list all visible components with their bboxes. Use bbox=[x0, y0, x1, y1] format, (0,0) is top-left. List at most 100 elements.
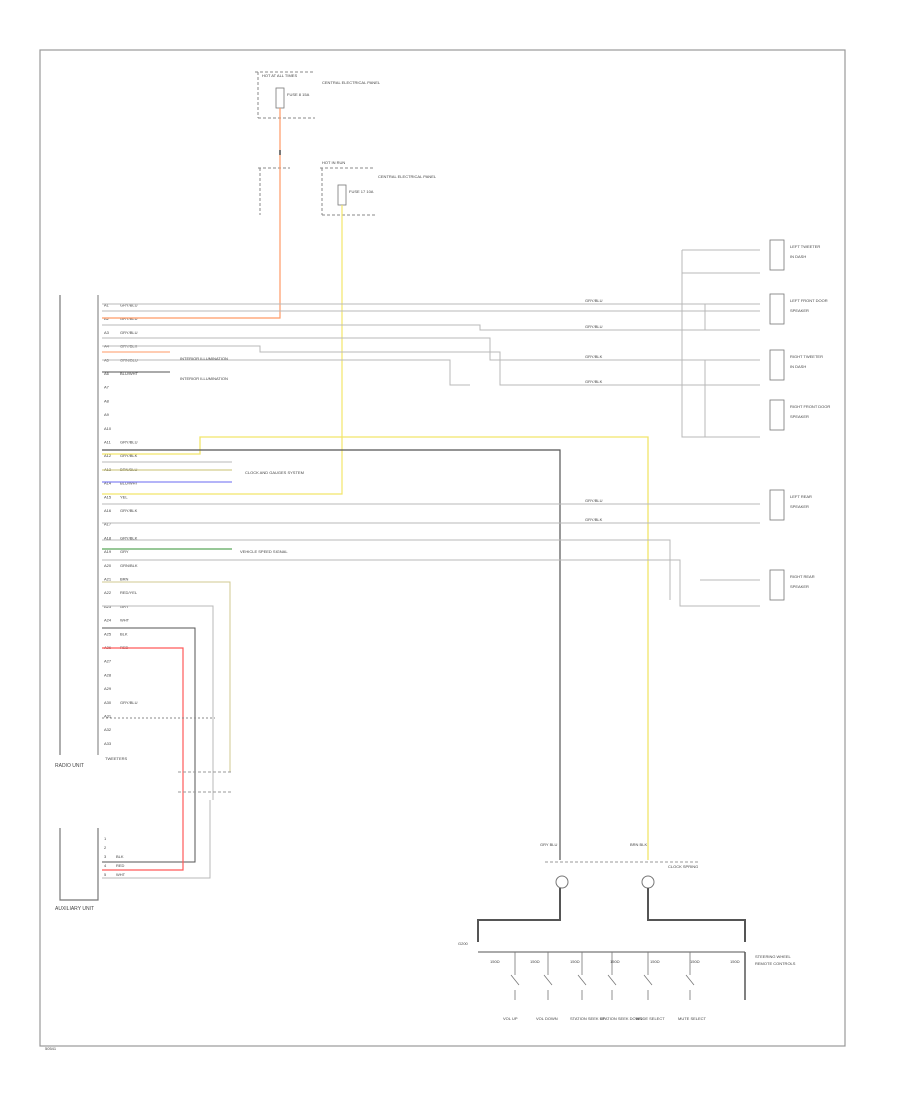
radio-pin: A17 bbox=[104, 522, 112, 527]
radio-pin-wire: WHT bbox=[120, 618, 130, 623]
speaker-name: RIGHT REAR bbox=[790, 574, 815, 579]
speaker-wire-label: GRY/BLU bbox=[585, 298, 603, 303]
speaker-icon bbox=[769, 569, 785, 601]
radio-pin: A14 bbox=[104, 481, 112, 486]
wire-olive bbox=[102, 581, 231, 772]
speaker-name: LEFT TWEETER bbox=[790, 244, 820, 249]
switch-resistor-label: 150Ω bbox=[490, 959, 500, 964]
speaker-wire-label: GRY/BLU bbox=[585, 324, 603, 329]
switch: STATION SEEK UP bbox=[570, 952, 606, 1021]
radio-pin: A29 bbox=[104, 686, 112, 691]
switch-contact bbox=[685, 974, 695, 986]
speaker-wire-label: GRY/BLK bbox=[585, 354, 603, 359]
switch-label: MODE SELECT bbox=[636, 1016, 665, 1021]
steering-title: STEERING WHEEL bbox=[755, 954, 792, 959]
radio-pin: A20 bbox=[104, 563, 112, 568]
speaker-name: RIGHT TWEETER bbox=[790, 354, 823, 359]
speaker-wire-label: GRY/BLK bbox=[585, 517, 603, 522]
speaker-icon bbox=[769, 349, 785, 381]
fuse-mid-fuse: FUSE 17 10A bbox=[349, 189, 374, 194]
fuse-top-box: HOT AT ALL TIMES bbox=[262, 73, 297, 78]
radio-pin: A31 bbox=[104, 714, 112, 719]
radio-pin-wire: GRY bbox=[120, 549, 129, 554]
radio-pin-wire: BRN bbox=[120, 577, 129, 582]
radio-pin-wire: YEL bbox=[120, 494, 128, 499]
aux-pin: 3 bbox=[104, 854, 107, 859]
wire-spk-6 bbox=[102, 359, 470, 386]
speaker-icon bbox=[769, 489, 785, 521]
fuse-top-fuse: FUSE 8 15A bbox=[287, 92, 310, 97]
radio-pin-wire: GRY/BLU bbox=[120, 303, 138, 308]
switch-contact bbox=[543, 974, 553, 986]
speaker-note: SPEAKER bbox=[790, 414, 809, 419]
switch-label: VOL DOWN bbox=[536, 1016, 558, 1021]
radio-pin: A1 bbox=[104, 303, 110, 308]
radio-pin-wire: BLU/WHT bbox=[120, 481, 139, 486]
radio-pin: A6 bbox=[104, 371, 110, 376]
radio-pin: A15 bbox=[104, 494, 112, 499]
speaker-icon bbox=[769, 239, 785, 271]
wire-aux-red bbox=[102, 647, 184, 871]
speaker: LEFT REAR SPEAKER bbox=[769, 489, 812, 521]
switch-label: MUTE SELECT bbox=[678, 1016, 707, 1021]
radio-pin: A22 bbox=[104, 590, 112, 595]
wire-spk-5 bbox=[102, 345, 760, 386]
switch-resistor-label: 150Ω bbox=[530, 959, 540, 964]
fuse-block-mid: HOT IN RUN FUSE 17 10A CENTRAL ELECTRICA… bbox=[258, 160, 437, 216]
radio-pin: A13 bbox=[104, 467, 112, 472]
steering-remote: GRY BLU BRN BLK CLOCK SPRING G200 STEERI… bbox=[458, 842, 796, 1000]
radio-pin: A30 bbox=[104, 700, 112, 705]
radio-pin: A9 bbox=[104, 412, 110, 417]
radio-pin: A11 bbox=[104, 440, 112, 445]
aux-pin: 4 bbox=[104, 863, 107, 868]
radio-pin: A28 bbox=[104, 672, 112, 677]
radio-pin: A16 bbox=[104, 508, 112, 513]
speaker-icon bbox=[769, 293, 785, 325]
wire-aux-black bbox=[102, 627, 196, 863]
aux-pin-wire: WHT bbox=[116, 872, 126, 877]
radio-pin: A24 bbox=[104, 618, 112, 623]
switch: MUTE SELECT bbox=[678, 952, 707, 1021]
switch-label: STATION SEEK DOWN bbox=[600, 1016, 642, 1021]
steering-right-pin: BRN BLK bbox=[630, 842, 647, 847]
wire-dark-remote bbox=[102, 449, 561, 860]
wire-spk-3 bbox=[102, 324, 760, 331]
radio-pin: A27 bbox=[104, 659, 112, 664]
radio-pin: A18 bbox=[104, 535, 112, 540]
radio-pin: A33 bbox=[104, 741, 112, 746]
ground-label: G200 bbox=[458, 941, 469, 946]
steering-left-pin: GRY BLU bbox=[540, 842, 558, 847]
fuse-mid-desc: CENTRAL ELECTRICAL PANEL bbox=[378, 174, 437, 179]
switch: STATION SEEK DOWN bbox=[600, 952, 642, 1021]
auxiliary-unit-label: AUXILIARY UNIT bbox=[55, 906, 94, 912]
radio-pin-wire: GRY/BLU bbox=[120, 316, 138, 321]
switch-resistor-label: 150Ω bbox=[650, 959, 660, 964]
fuse-block-top: HOT AT ALL TIMES FUSE 8 15A CENTRAL ELEC… bbox=[255, 71, 381, 119]
speaker-note: SPEAKER bbox=[790, 308, 809, 313]
auxiliary-unit-outline bbox=[59, 828, 99, 901]
aux-pin: 1 bbox=[104, 836, 107, 841]
speaker-note: SPEAKER bbox=[790, 504, 809, 509]
switch-label: STATION SEEK UP bbox=[570, 1016, 606, 1021]
radio-pin-wire: GRY/BLK bbox=[120, 453, 138, 458]
aux-pin-wire: RED bbox=[116, 863, 125, 868]
switch: MODE SELECT bbox=[636, 952, 665, 1021]
radio-pin-wire: BLK bbox=[120, 631, 128, 636]
wire-yellow-feed bbox=[102, 205, 343, 495]
radio-pin: A32 bbox=[104, 727, 112, 732]
fuse-mid-box: HOT IN RUN bbox=[322, 160, 345, 165]
radio-pin: A7 bbox=[104, 385, 110, 390]
speaker-name: LEFT REAR bbox=[790, 494, 812, 499]
aux-pin: 2 bbox=[104, 845, 107, 850]
radio-pin: A2 bbox=[104, 316, 110, 321]
switch: VOL DOWN bbox=[536, 952, 558, 1021]
clock-spring-label: CLOCK SPRING bbox=[668, 864, 698, 869]
wire-rear-4 bbox=[102, 559, 760, 607]
switch-label: VOL UP bbox=[503, 1016, 518, 1021]
switch-resistor-label: 150Ω bbox=[570, 959, 580, 964]
